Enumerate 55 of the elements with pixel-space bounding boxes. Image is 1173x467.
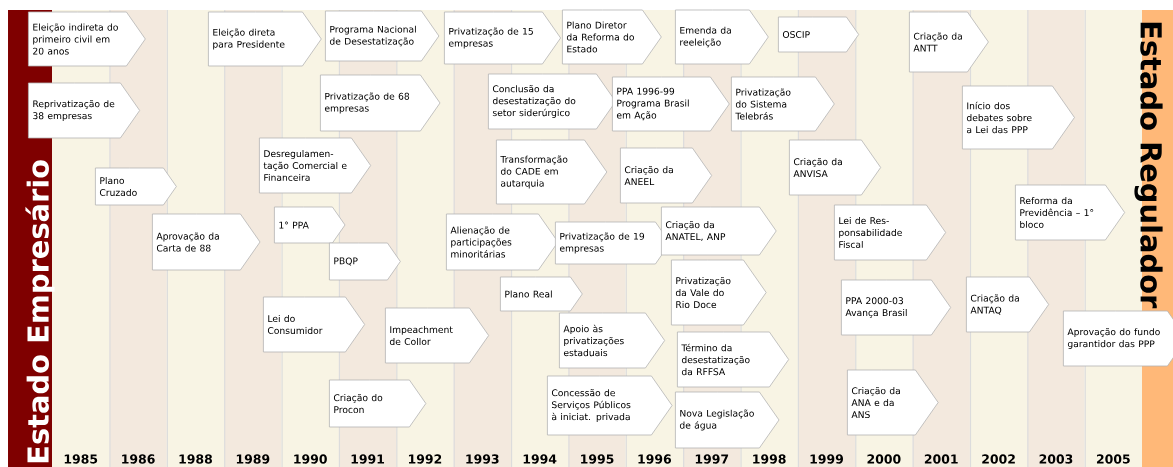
event-tag: Programa Nacional de Desestatização bbox=[325, 10, 440, 62]
year-label: 1986 bbox=[122, 454, 155, 464]
year-label: 1998 bbox=[753, 454, 786, 464]
event-tag: Eleição indireta do primeiro civil em 20 anos bbox=[28, 11, 146, 67]
event-tag: Aprovação da Carta de 88 bbox=[152, 213, 261, 271]
event-tag: 1° PPA bbox=[274, 206, 346, 244]
year-label: 2002 bbox=[982, 454, 1015, 464]
year-label: 2000 bbox=[867, 454, 901, 464]
event-tag: Nova Legislação de água bbox=[675, 391, 780, 449]
year-label: 1988 bbox=[179, 454, 212, 464]
event-tag: Conclusão da desestatização do setor siderúrgico bbox=[488, 73, 617, 130]
event-tag: Emenda da reeleição bbox=[675, 9, 769, 65]
event-tag: PPA 2000-03 Avança Brasil bbox=[841, 279, 952, 336]
event-tag: PBQP bbox=[329, 242, 401, 281]
year-label: 1985 bbox=[64, 454, 98, 464]
year-label: 1999 bbox=[810, 454, 843, 464]
event-tag: Apoio às privatizações estaduais bbox=[559, 312, 666, 369]
event-tag: Término da desestatização da RFFSA bbox=[677, 331, 790, 388]
event-tag: Impeachment de Collor bbox=[385, 307, 490, 364]
year-label: 1996 bbox=[638, 454, 672, 464]
year-label: 1992 bbox=[408, 454, 442, 464]
year-label: 1994 bbox=[523, 454, 557, 464]
event-tag: Plano Real bbox=[500, 276, 583, 312]
event-tag: Criação da ANA e da ANS bbox=[847, 369, 939, 436]
year-label: 1990 bbox=[294, 454, 327, 464]
event-tag: Privatização de 68 empresas bbox=[320, 74, 441, 132]
event-tag: PPA 1996-99 Programa Brasil em Ação bbox=[612, 76, 730, 132]
year-label: 1995 bbox=[581, 454, 614, 464]
event-tag: Lei do Consumidor bbox=[263, 296, 366, 353]
event-tag: Alienação de participações minoritárias bbox=[446, 213, 559, 271]
event-tag: Transformação do CADE em autarquia bbox=[496, 139, 608, 205]
event-tag: Reforma da Previdência – 1° bloco bbox=[1015, 184, 1126, 241]
event-tag: OSCIP bbox=[778, 16, 860, 53]
event-tag: Privatização de 15 empresas bbox=[444, 11, 561, 65]
event-tag: Lei de Res- ponsabilidade Fiscal bbox=[834, 204, 947, 261]
event-tag: Privatização do Sistema Telebrás bbox=[731, 76, 835, 132]
event-tag: Privatização da Vale do Rio Doce bbox=[671, 259, 767, 326]
event-tag: Desregulamen-tação Comercial e Financeira bbox=[259, 137, 372, 194]
year-label: 1991 bbox=[351, 454, 384, 464]
event-tag: Reprivatização de 38 empresas bbox=[28, 82, 141, 139]
event-tag: Criação da ANATEL, ANP bbox=[661, 206, 777, 256]
event-tag: Criação do Procon bbox=[329, 379, 427, 428]
event-tag: Plano Cruzado bbox=[95, 167, 177, 206]
event-tag: Início dos debates sobre a Lei das PPP bbox=[962, 85, 1075, 150]
event-tag: Concessão de Serviços Públicos à iniciat. privada bbox=[547, 375, 673, 436]
year-label: 1993 bbox=[466, 454, 499, 464]
event-tag: Plano Diretor da Reforma do Estado bbox=[562, 9, 662, 65]
year-label: 1997 bbox=[695, 454, 729, 464]
event-tag: Aprovação do fundo garantidor das PPP bbox=[1063, 310, 1173, 367]
year-label: 2003 bbox=[1039, 454, 1073, 464]
year-label: 2005 bbox=[1096, 454, 1130, 464]
year-label: 2001 bbox=[924, 454, 958, 464]
year-label: 1989 bbox=[236, 454, 270, 464]
event-tag: Criação da ANTT bbox=[909, 11, 989, 73]
event-tag: Eleição direta para Presidente bbox=[208, 11, 322, 67]
